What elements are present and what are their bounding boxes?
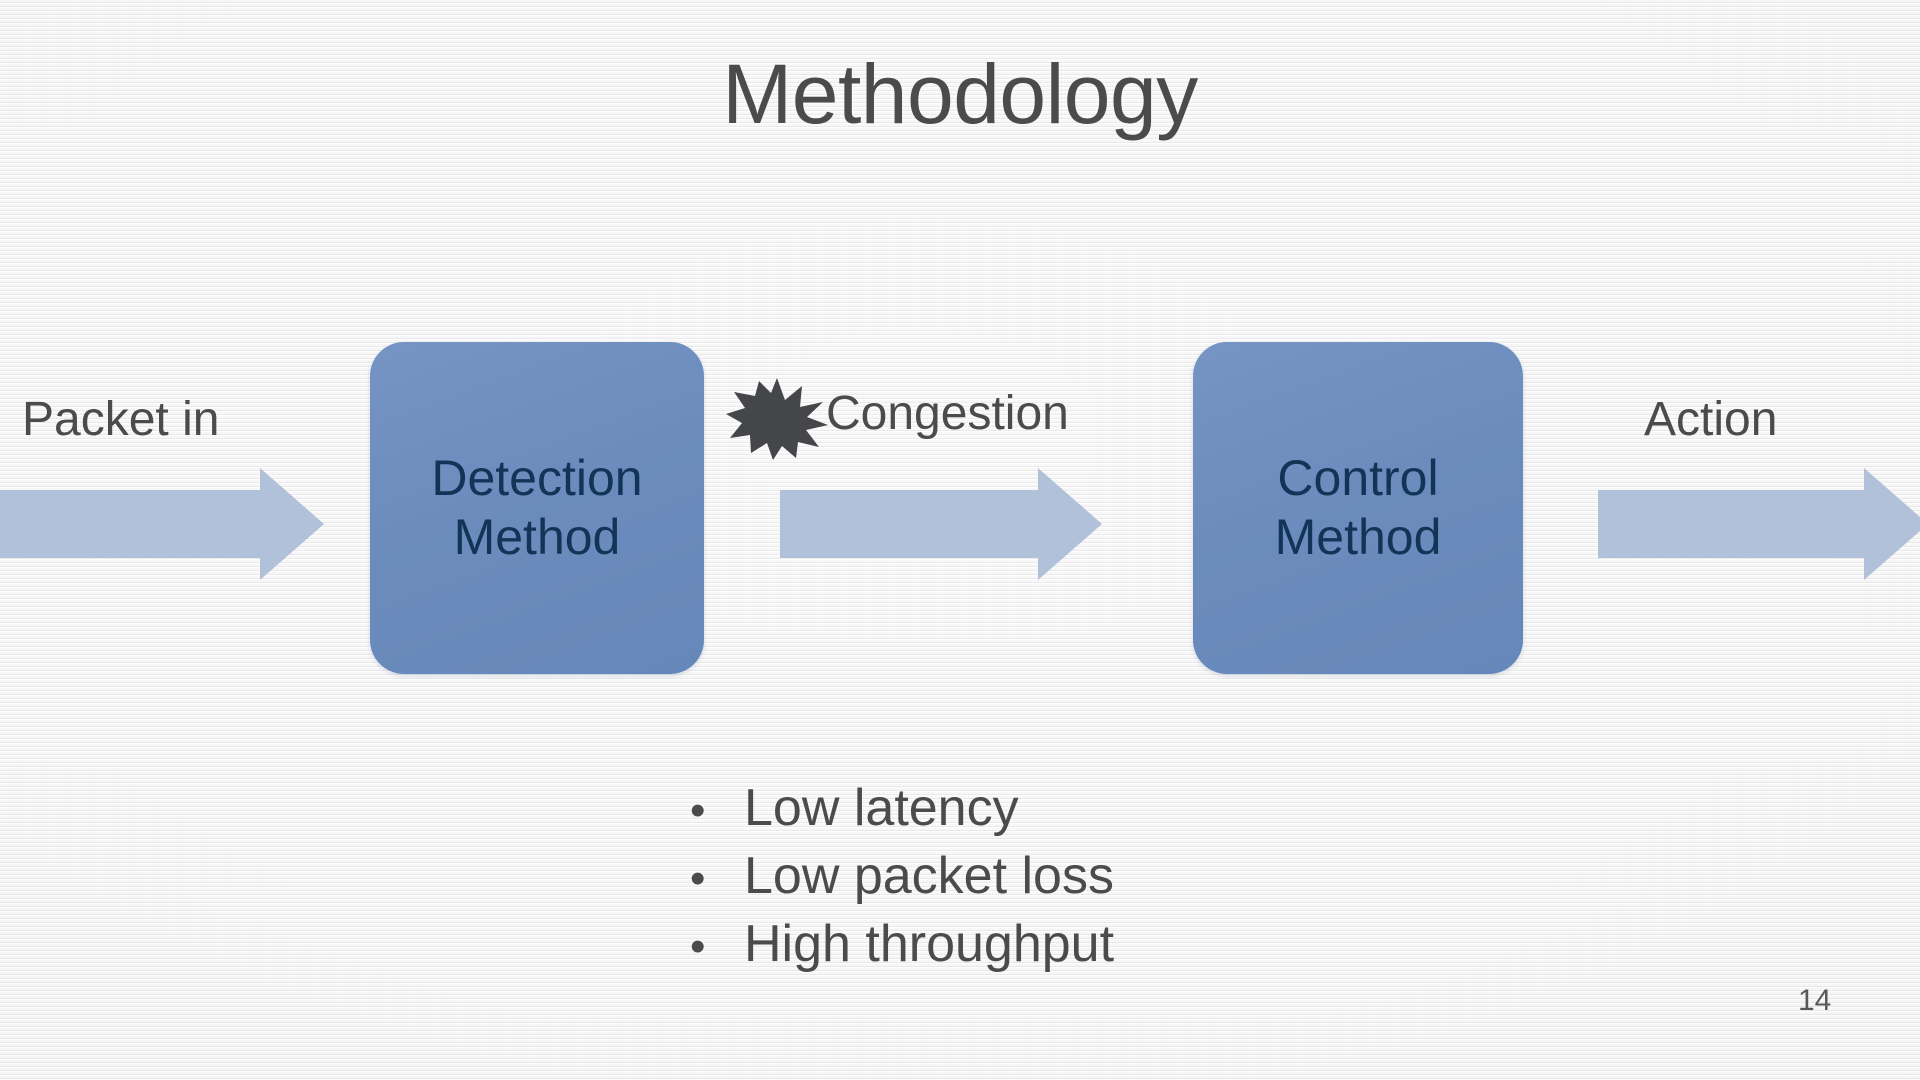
list-item: • Low packet loss <box>690 850 1330 902</box>
process-box-detection-method[interactable]: Detection Method <box>370 342 704 674</box>
process-box-control-method-label: Control Method <box>1274 450 1442 565</box>
page-number: 14 <box>1798 984 1832 1017</box>
arrow-packet-in <box>0 468 324 580</box>
label-action: Action <box>1644 393 1778 446</box>
arrow-congestion <box>780 468 1102 580</box>
list-item-label: Low packet loss <box>744 847 1114 905</box>
arrow-action <box>1598 468 1920 580</box>
list-item: • High throughput <box>690 918 1330 970</box>
list-item-label: Low latency <box>744 779 1019 837</box>
list-item: • Low latency <box>690 782 1330 834</box>
bullet-glyph: • <box>690 786 706 835</box>
page-title: Methodology <box>722 47 1198 141</box>
explosion-starburst-icon <box>726 376 828 460</box>
list-item-label: High throughput <box>744 915 1115 973</box>
bullet-glyph: • <box>690 854 706 903</box>
label-packet-in: Packet in <box>22 393 220 446</box>
goals-bullet-list: • Low latency • Low packet loss • High t… <box>690 782 1330 986</box>
process-box-control-method[interactable]: Control Method <box>1193 342 1523 674</box>
label-congestion: Congestion <box>826 387 1069 440</box>
bullet-glyph: • <box>690 922 706 971</box>
process-box-detection-method-label: Detection Method <box>431 450 643 565</box>
